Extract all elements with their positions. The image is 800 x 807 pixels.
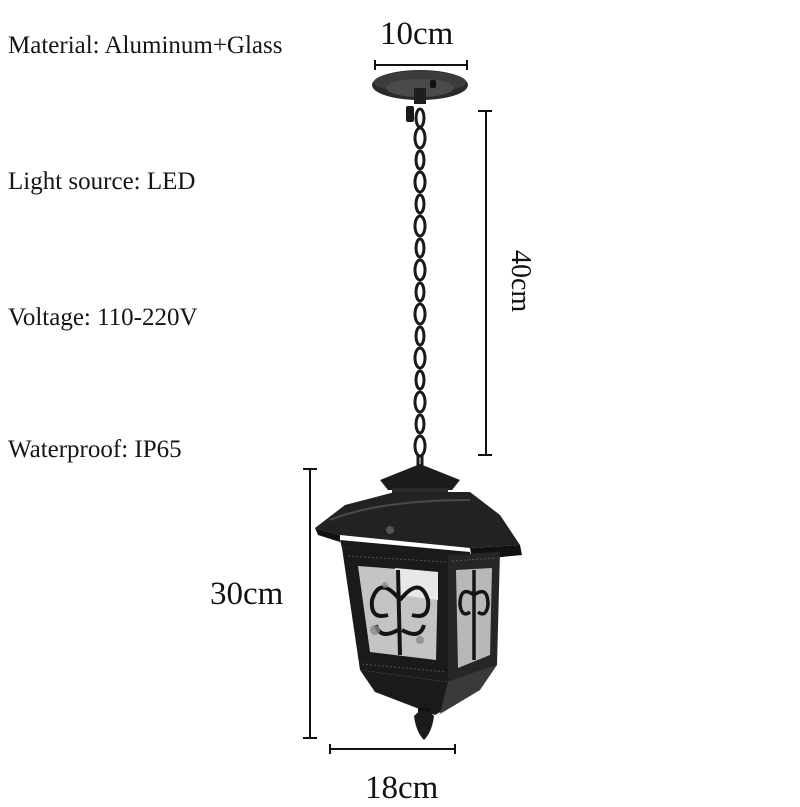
dimension-tick	[466, 60, 468, 70]
dimension-line-canopy-width	[374, 64, 468, 66]
dimension-label-lantern-width: 18cm	[365, 770, 439, 806]
dimension-line-lantern-height	[309, 468, 311, 738]
dimension-tick	[329, 744, 331, 754]
spec-material: Material: Aluminum+Glass	[8, 32, 283, 59]
dimension-tick	[374, 60, 376, 70]
hanging-chain	[413, 107, 427, 468]
dimension-tick	[454, 744, 456, 754]
spec-waterproof: Waterproof: IP65	[8, 436, 182, 463]
spec-light-source: Light source: LED	[8, 168, 196, 195]
dimension-label-lantern-height: 30cm	[210, 576, 284, 612]
dimension-line-lantern-width	[329, 748, 456, 750]
dimension-tick	[478, 454, 492, 456]
dimension-tick	[478, 110, 492, 112]
dimension-tick	[303, 468, 317, 470]
spec-voltage: Voltage: 110-220V	[8, 304, 198, 331]
dimension-line-chain-length	[485, 110, 487, 455]
dimension-tick	[303, 737, 317, 739]
dimension-label-canopy-width: 10cm	[380, 16, 454, 52]
lantern-body	[315, 464, 522, 740]
ceiling-canopy	[372, 70, 468, 122]
dimension-label-chain-length: 40cm	[505, 250, 536, 313]
